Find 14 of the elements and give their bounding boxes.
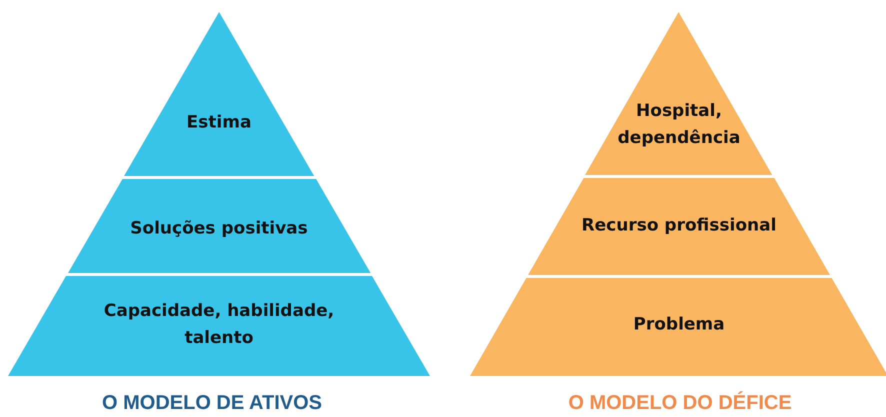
pyramid-caption: O MODELO DO DÉFICE xyxy=(568,392,792,415)
tier-label: Recurso profissional xyxy=(580,214,778,238)
pyramid-apex xyxy=(124,12,314,176)
tier-label: Problema xyxy=(632,314,726,336)
pyramid-apex xyxy=(585,12,773,175)
tier-label: Capacidade, habilidade, talento xyxy=(102,300,336,350)
pyramid-tier xyxy=(8,276,430,376)
pyramid-tier xyxy=(68,179,370,273)
tier-label: Estima xyxy=(186,112,252,134)
tier-label: Soluções positivas xyxy=(129,218,309,240)
pyramid-tier xyxy=(528,178,830,275)
pyramid-caption: O MODELO DE ATIVOS xyxy=(102,392,322,415)
tier-label: Hospital, dependência xyxy=(616,100,742,150)
pyramid-tier xyxy=(470,278,886,376)
